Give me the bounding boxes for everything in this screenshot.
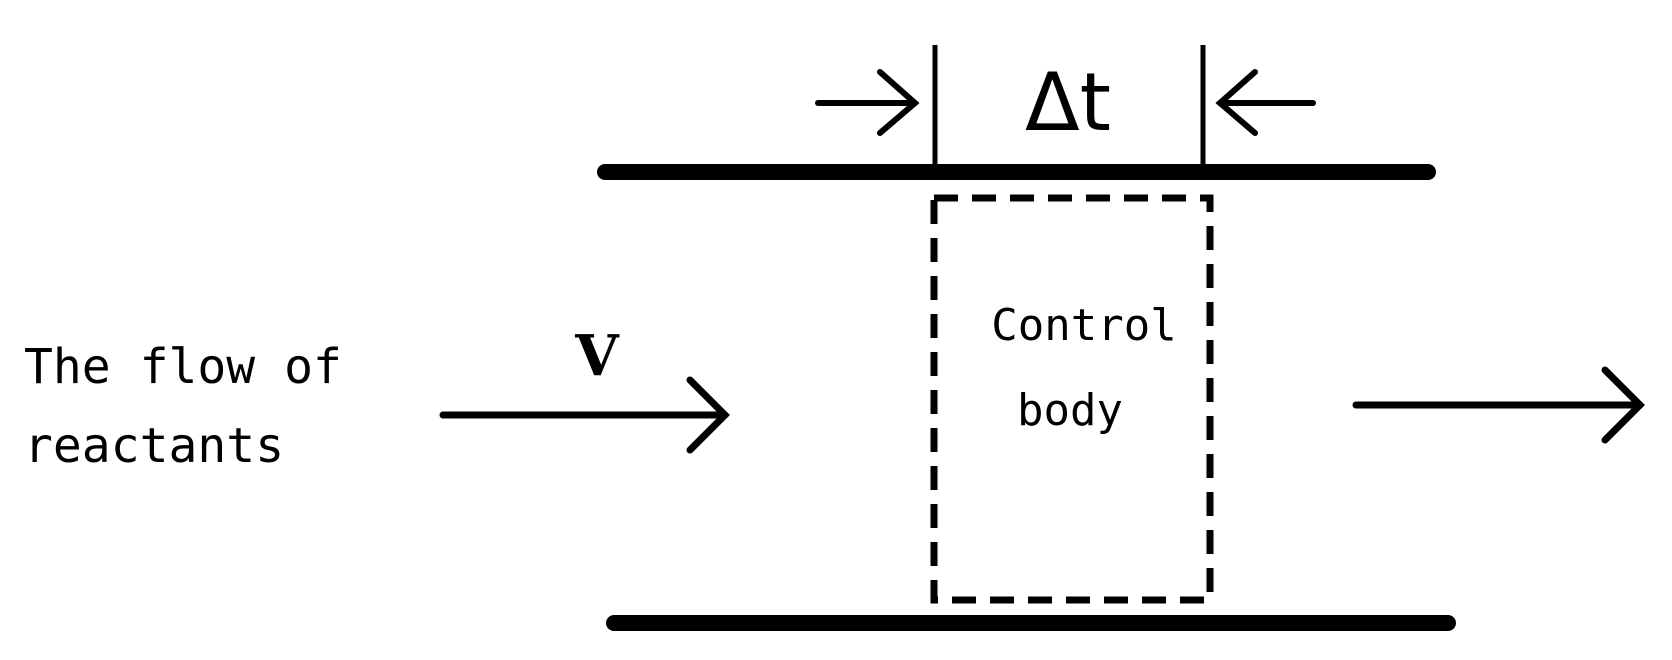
dt-right-arrow <box>1215 69 1316 136</box>
control-body-boundary <box>930 194 1214 604</box>
outflow-arrow <box>1352 366 1645 444</box>
inflow-label-line2: reactants <box>24 418 284 474</box>
time-step-label: Δt <box>1025 56 1111 149</box>
velocity-label: V <box>574 323 620 389</box>
inflow-label-line1: The flow of <box>24 339 342 395</box>
dt-left-arrow <box>815 69 920 136</box>
inflow-arrow <box>439 376 730 454</box>
control-body-label-line1: Control <box>991 300 1176 351</box>
control-body-label-line2: body <box>1017 385 1123 436</box>
